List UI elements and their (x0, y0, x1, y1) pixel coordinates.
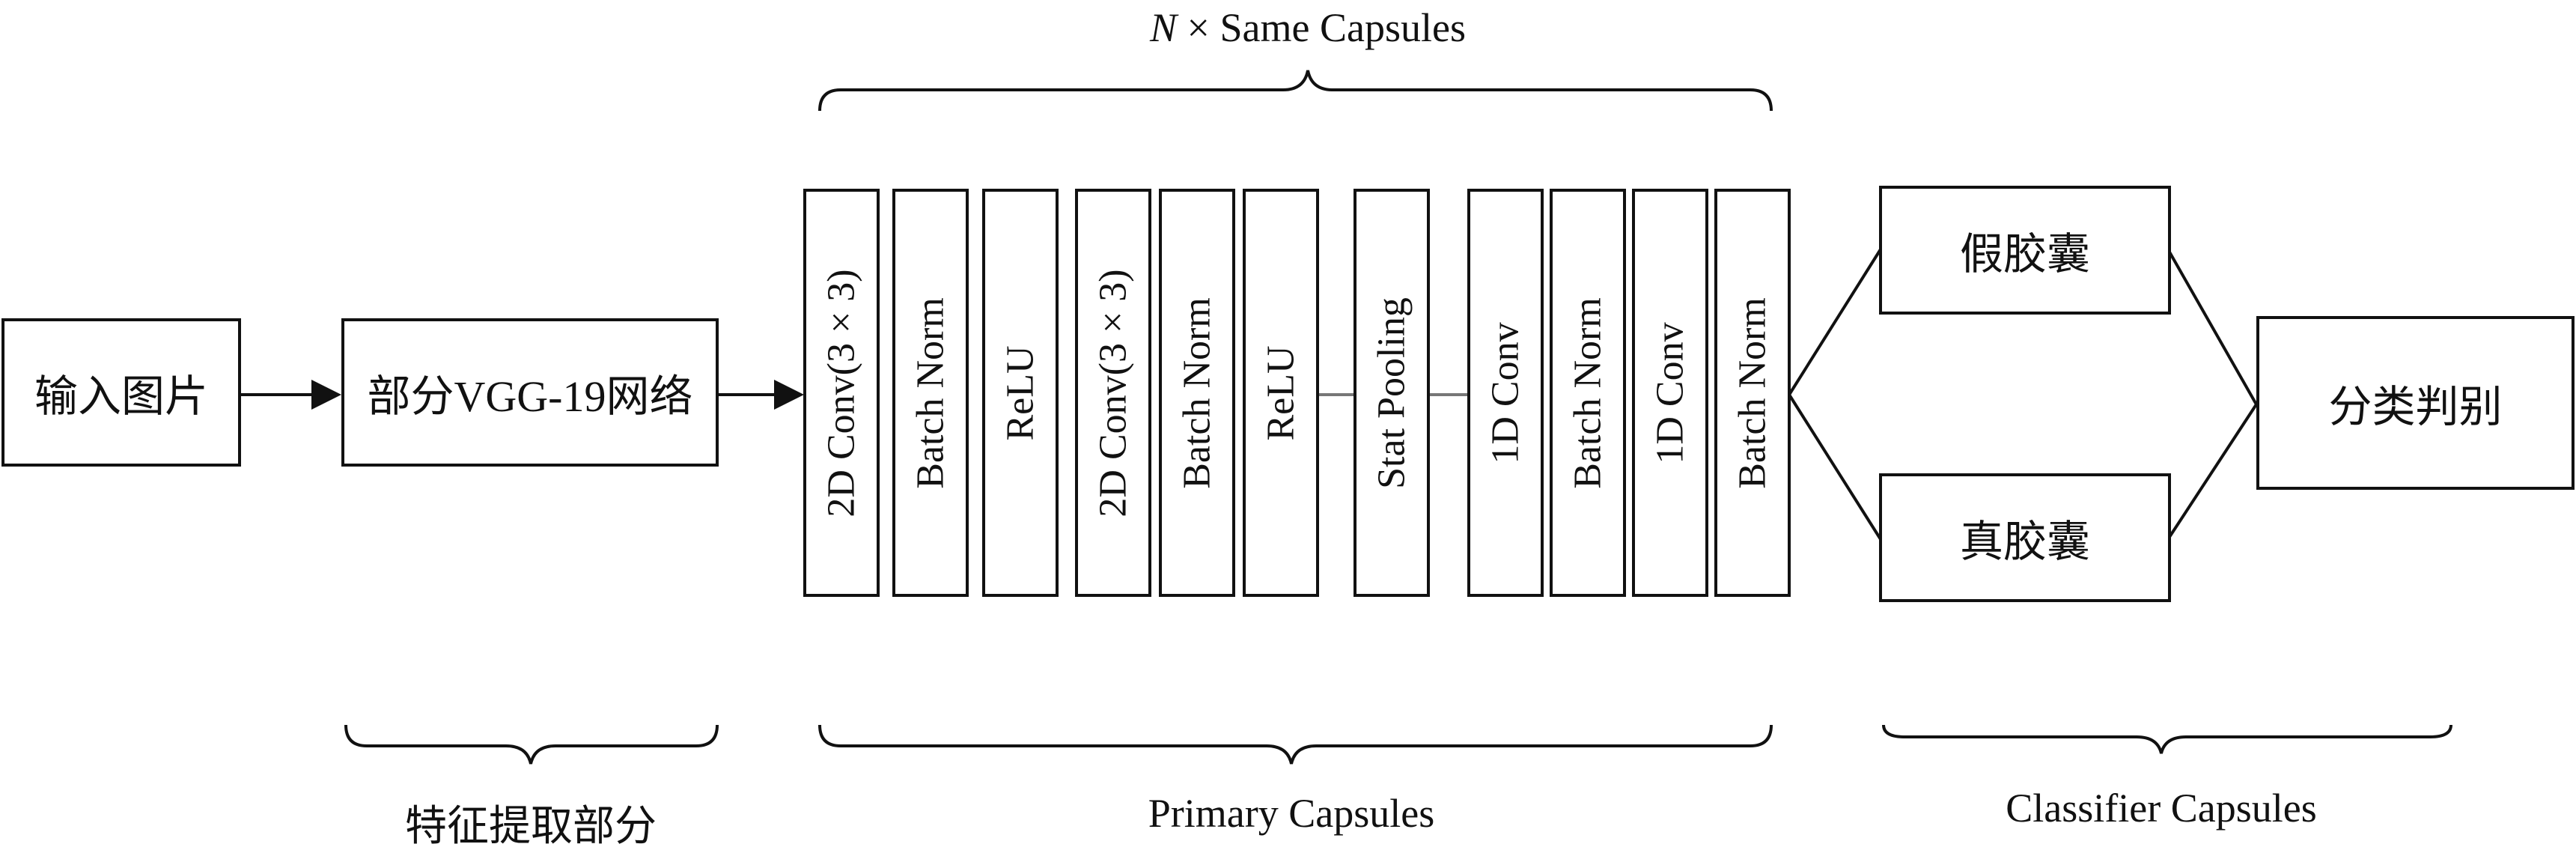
layer-label: 1D Conv (1484, 321, 1527, 464)
layer-label: 2D Conv(3 × 3) (1091, 268, 1135, 517)
line-real-to-classify (2167, 403, 2258, 541)
primary-capsules-label: Primary Capsules (1148, 791, 1435, 836)
feature-extraction-label: 特征提取部分 (405, 804, 657, 850)
brace-top (818, 70, 1773, 112)
vgg-network-box: 部分VGG-19网络 (341, 318, 719, 467)
classification-box: 分类判别 (2256, 316, 2575, 490)
fake-capsule-box: 假胶囊 (1879, 186, 2171, 315)
layer-relu-1: ReLU (982, 189, 1059, 597)
n-variable: N (1150, 5, 1178, 50)
layer-batchnorm-3: Batch Norm (1550, 189, 1626, 597)
line-to-real-capsule (1788, 393, 1882, 541)
layer-label: Batch Norm (1566, 297, 1610, 489)
layer-label: 1D Conv (1648, 321, 1692, 464)
layer-stat-pooling: Stat Pooling (1354, 189, 1430, 597)
brace-classifier (1882, 724, 2452, 754)
real-capsule-label: 真胶囊 (1959, 517, 2090, 566)
real-capsule-box: 真胶囊 (1879, 473, 2171, 602)
layer-conv1d-2: 1D Conv (1632, 189, 1708, 597)
brace-feature (344, 724, 719, 765)
classifier-capsules-label: Classifier Capsules (2006, 786, 2317, 831)
layer-conv2d-2: 2D Conv(3 × 3) (1075, 189, 1151, 597)
layer-label: ReLU (1259, 344, 1303, 441)
fake-capsule-label: 假胶囊 (1959, 230, 2090, 279)
same-capsules-text: × Same Capsules (1177, 5, 1466, 50)
layer-label: Stat Pooling (1370, 297, 1413, 489)
vgg-network-label: 部分VGG-19网络 (367, 372, 693, 421)
brace-primary (818, 724, 1773, 765)
layer-conv1d-1: 1D Conv (1467, 189, 1544, 597)
classification-label: 分类判别 (2328, 383, 2503, 431)
layer-label: Batch Norm (1731, 297, 1774, 489)
line-to-fake-capsule (1788, 248, 1882, 396)
line-fake-to-classify (2167, 249, 2258, 405)
layer-relu-2: ReLU (1243, 189, 1319, 597)
layer-batchnorm-2: Batch Norm (1159, 189, 1235, 597)
input-image-label: 输入图片 (34, 372, 208, 421)
input-image-box: 输入图片 (1, 318, 241, 467)
layer-label: ReLU (999, 344, 1042, 441)
layer-label: 2D Conv(3 × 3) (820, 268, 863, 517)
top-brace-label: N × Same Capsules (1150, 4, 1466, 51)
layer-label: Batch Norm (1175, 297, 1219, 489)
layer-batchnorm-4: Batch Norm (1714, 189, 1791, 597)
layer-batchnorm-1: Batch Norm (892, 189, 969, 597)
layer-conv2d-1: 2D Conv(3 × 3) (803, 189, 880, 597)
layer-label: Batch Norm (909, 297, 952, 489)
